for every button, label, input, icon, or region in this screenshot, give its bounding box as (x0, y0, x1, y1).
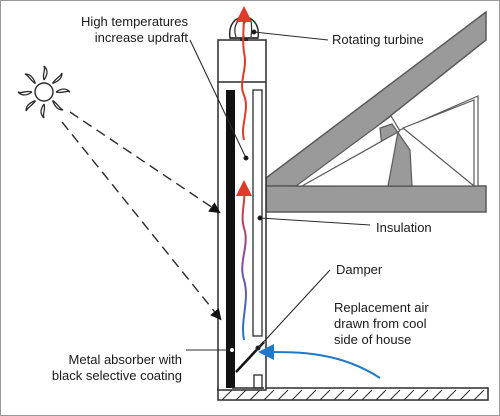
leader-turbine (253, 31, 329, 41)
roof-truss (265, 10, 487, 213)
sun-ray-upper (69, 111, 221, 214)
label-rotating-turbine: Rotating turbine (332, 32, 424, 47)
sun-icon (17, 65, 71, 119)
metal-absorber (226, 90, 235, 388)
label-high-temperatures: High temperatures increase updraft (81, 14, 188, 45)
hot-air-updraft-upper (235, 6, 252, 141)
ground (217, 387, 489, 401)
sun-ray-lower (61, 121, 222, 321)
leader-insulation (259, 217, 371, 226)
label-metal-absorber: Metal absorber with black selective coat… (51, 352, 182, 383)
leader-damper (257, 269, 331, 349)
label-replacement-air: Replacement air drawn from cool side of … (334, 300, 429, 347)
rising-air-lower (241, 189, 247, 341)
label-damper: Damper (336, 262, 383, 277)
insulation-panel (252, 89, 263, 337)
label-insulation: Insulation (376, 220, 432, 235)
replacement-air-arrow (258, 344, 381, 379)
leader-high-temps (189, 39, 247, 159)
